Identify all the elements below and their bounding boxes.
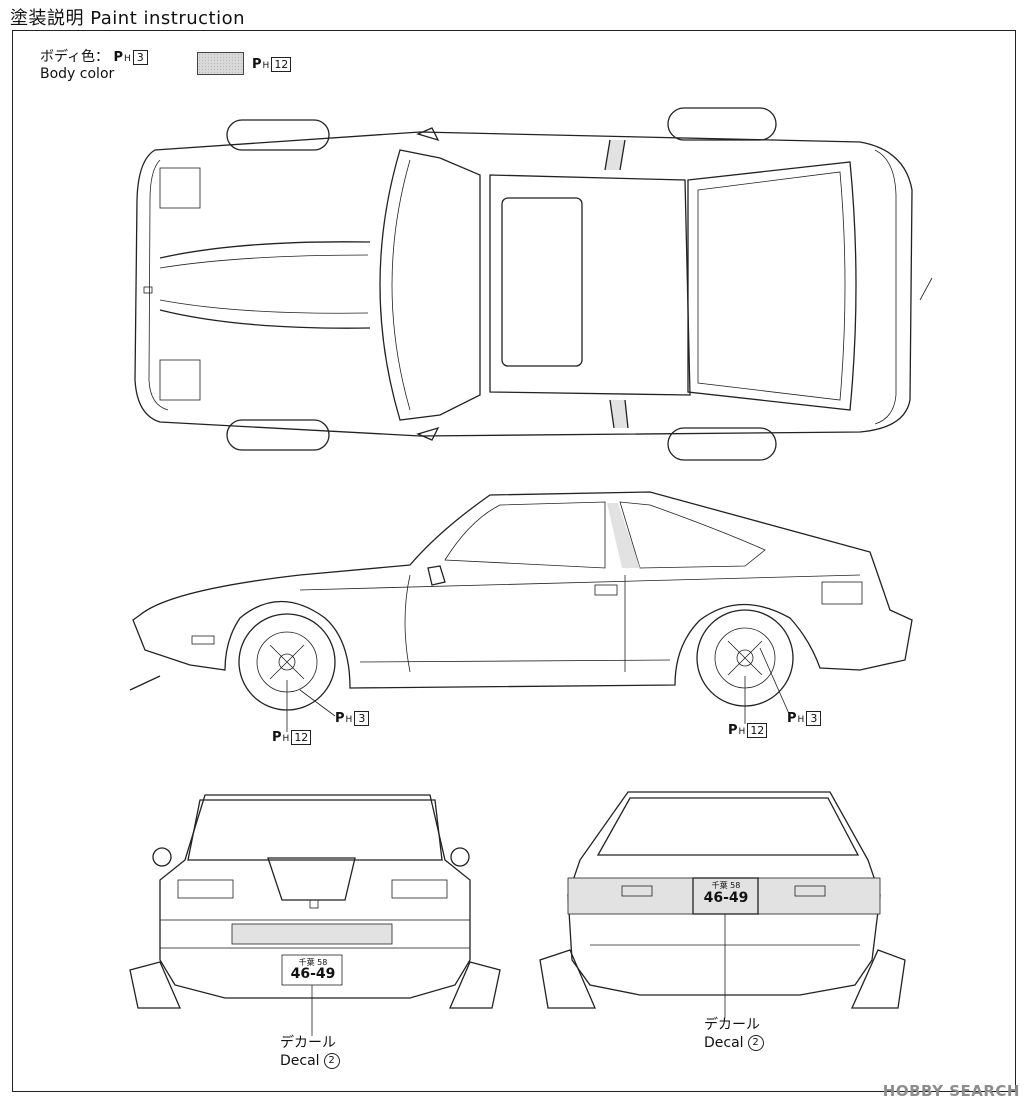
rear-plate-top: 千葉 58: [711, 881, 741, 890]
decal-label-en: Decal: [704, 1035, 744, 1051]
front-plate-number: 46-49: [290, 966, 336, 982]
watermark: HOBBY SEARCH: [882, 1082, 1020, 1100]
decal-label-en: Decal: [280, 1053, 320, 1069]
decal-label-jp: デカール: [280, 1035, 336, 1051]
decal-label-jp: デカール: [704, 1017, 760, 1033]
body-color-label-en: Body color: [40, 66, 115, 82]
decal-number-badge: 2: [747, 1035, 764, 1051]
page-title: 塗装説明 Paint instruction: [10, 8, 246, 29]
rear-plate-number: 46-49: [703, 890, 749, 906]
diagram-frame: [12, 30, 1016, 1092]
decal-number-badge: 2: [323, 1053, 340, 1069]
color-swatch: [197, 52, 244, 75]
front-plate-top: 千葉 58: [298, 958, 328, 967]
body-color-label-jp: ボディ色：: [40, 49, 110, 65]
